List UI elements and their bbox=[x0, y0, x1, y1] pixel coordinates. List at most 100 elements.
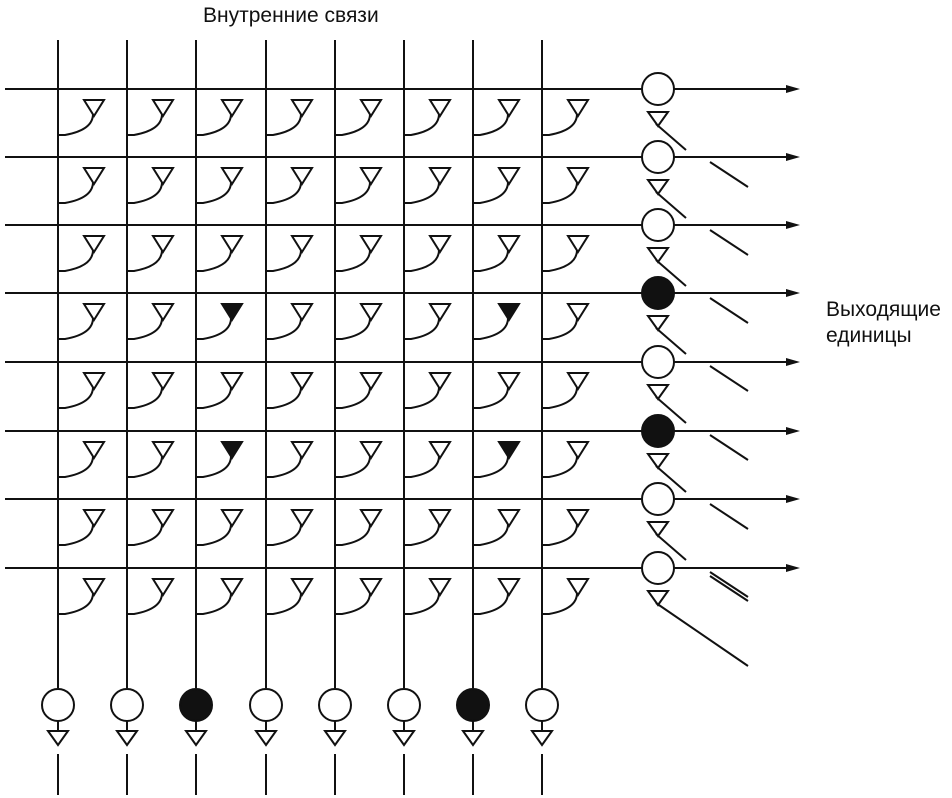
synapse-triangle bbox=[428, 578, 452, 597]
row-unit bbox=[641, 72, 749, 188]
synapse-stem bbox=[196, 592, 232, 615]
synapse-triangle bbox=[497, 578, 521, 597]
synapse-stem bbox=[127, 317, 163, 340]
synapse-triangle bbox=[82, 441, 106, 460]
synapse-stem bbox=[58, 113, 94, 136]
synapse-triangle bbox=[151, 441, 175, 460]
arrowhead bbox=[786, 427, 800, 435]
unit-connector bbox=[655, 259, 687, 287]
synapse-stem bbox=[404, 455, 440, 478]
row-unit-circle bbox=[641, 208, 675, 242]
column-unit bbox=[249, 688, 283, 747]
column-unit bbox=[41, 688, 75, 747]
synapse bbox=[404, 235, 452, 272]
synapse bbox=[127, 167, 175, 204]
synapse bbox=[335, 235, 383, 272]
synapse bbox=[542, 235, 590, 272]
column-unit-triangle bbox=[254, 730, 278, 747]
column-unit bbox=[179, 688, 213, 747]
active-synapse-triangle bbox=[497, 441, 521, 460]
column-unit-circle bbox=[110, 688, 144, 722]
synapse bbox=[266, 509, 314, 546]
synapse-triangle bbox=[151, 303, 175, 322]
synapse-stem bbox=[58, 317, 94, 340]
synapse-stem bbox=[127, 181, 163, 204]
synapse bbox=[542, 441, 590, 478]
synapse-triangle bbox=[151, 372, 175, 391]
synapse-triangle bbox=[359, 99, 383, 118]
synapse bbox=[58, 372, 106, 409]
synapse bbox=[404, 303, 452, 340]
synapse-stem bbox=[335, 317, 371, 340]
synapse bbox=[335, 372, 383, 409]
synapse-triangle bbox=[290, 578, 314, 597]
synapse-stem bbox=[58, 455, 94, 478]
column-unit-triangle bbox=[392, 730, 416, 747]
row-unit bbox=[641, 208, 749, 324]
synapse-stem bbox=[127, 386, 163, 409]
synapse-stem bbox=[58, 592, 94, 615]
row-unit bbox=[641, 276, 749, 392]
synapse bbox=[196, 303, 244, 340]
synapse bbox=[542, 99, 590, 136]
row-unit bbox=[641, 551, 749, 667]
feedback-line bbox=[709, 365, 749, 392]
synapse-stem bbox=[404, 181, 440, 204]
synapse-stem bbox=[542, 455, 578, 478]
synapse bbox=[58, 303, 106, 340]
synapse-stem bbox=[196, 249, 232, 272]
arrowhead bbox=[786, 153, 800, 161]
synapse-stem bbox=[335, 523, 371, 546]
synapse-stem bbox=[335, 113, 371, 136]
vertical-lines bbox=[57, 40, 543, 795]
synapse-triangle bbox=[497, 372, 521, 391]
synapse-triangle bbox=[428, 441, 452, 460]
synapse bbox=[127, 235, 175, 272]
synapse bbox=[473, 578, 521, 615]
synapse-stem bbox=[58, 249, 94, 272]
synapse-triangle bbox=[290, 441, 314, 460]
synapse-triangle bbox=[428, 303, 452, 322]
active-synapse-triangle bbox=[220, 303, 244, 322]
unit-connector bbox=[655, 396, 687, 424]
active-row-unit-circle bbox=[641, 414, 675, 448]
synapse-stem bbox=[266, 249, 302, 272]
synapse bbox=[473, 441, 521, 478]
unit-output-triangle bbox=[646, 111, 670, 128]
arrowhead bbox=[786, 289, 800, 297]
synapse bbox=[196, 578, 244, 615]
synapse-triangle bbox=[290, 303, 314, 322]
synapse-stem bbox=[58, 386, 94, 409]
synapse-stem bbox=[196, 386, 232, 409]
synapse bbox=[335, 578, 383, 615]
synapse-triangle bbox=[359, 441, 383, 460]
column-unit-circle bbox=[318, 688, 352, 722]
synapse-stem bbox=[404, 386, 440, 409]
column-unit-triangle bbox=[115, 730, 139, 747]
feedback-line bbox=[709, 571, 749, 598]
synapse-triangle bbox=[359, 303, 383, 322]
column-unit bbox=[387, 688, 421, 747]
synapse-stem bbox=[404, 249, 440, 272]
synapse bbox=[335, 509, 383, 546]
synapse-stem bbox=[404, 592, 440, 615]
synapse-triangle bbox=[497, 99, 521, 118]
synapse bbox=[58, 578, 106, 615]
synapse-triangle bbox=[82, 235, 106, 254]
synapse bbox=[58, 167, 106, 204]
unit-connector bbox=[655, 602, 749, 667]
feedback-line bbox=[709, 503, 749, 530]
feedback-line bbox=[709, 161, 749, 188]
synapse-triangle bbox=[359, 372, 383, 391]
synapse bbox=[266, 167, 314, 204]
synapse bbox=[473, 372, 521, 409]
synapse bbox=[404, 441, 452, 478]
column-unit-circle bbox=[249, 688, 283, 722]
feedback-line bbox=[709, 229, 749, 256]
synapse bbox=[335, 167, 383, 204]
synapse-triangle bbox=[566, 578, 590, 597]
active-column-unit-circle bbox=[179, 688, 213, 722]
synapse-triangle bbox=[220, 578, 244, 597]
feedback-line bbox=[709, 575, 749, 602]
synapse-stem bbox=[473, 181, 509, 204]
